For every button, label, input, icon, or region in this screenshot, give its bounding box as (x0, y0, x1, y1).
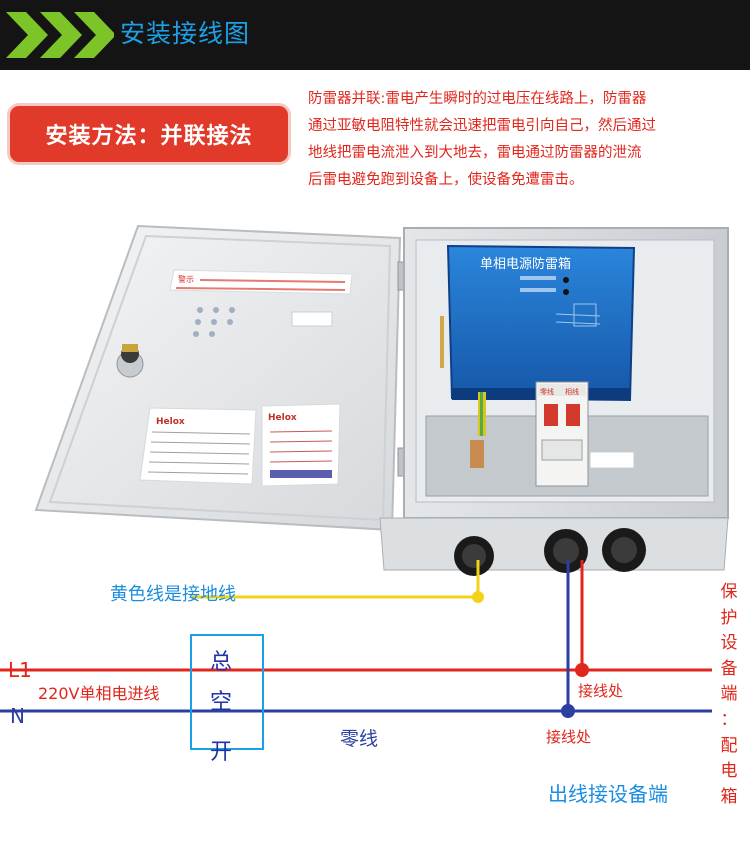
warning-title: 警示 (178, 274, 194, 284)
vertical-char: 配 (720, 735, 738, 756)
connection-point-l1-label: 接线处 (578, 682, 624, 700)
vertical-char: 保 (720, 582, 738, 602)
main-breaker-char: 总 (210, 650, 233, 675)
cable-gland (602, 528, 646, 572)
ground-wire-label: 黄色线是接地线 (110, 584, 236, 605)
vertical-char: 设 (720, 633, 738, 654)
cable-gland (544, 529, 588, 573)
lock-icon (116, 344, 144, 378)
method-badge: 安装方法：并联接法 (10, 106, 288, 162)
n-label: N (10, 704, 25, 728)
surge-protector-box: 单相电源防雷箱 (446, 244, 636, 402)
description-line: 防雷器并联:雷电产生瞬时的过电压在线路上，防雷器 (308, 91, 647, 107)
surge-box-label: 单相电源防雷箱 (480, 256, 571, 272)
description: 防雷器并联:雷电产生瞬时的过电压在线路上，防雷器 通过亚敏电阻特性就会迅速把雷电… (308, 86, 748, 194)
vertical-char: 电 (720, 761, 738, 782)
description-line: 通过亚敏电阻特性就会迅速把雷电引向自己，然后通过 (308, 118, 656, 134)
method-label: 安装方法：并联接法 (45, 124, 253, 149)
chevron-right-icon (6, 12, 114, 58)
outlet-label: 出线接设备端 (548, 782, 668, 806)
ground-junction (472, 591, 484, 603)
connection-point-n-label: 接线处 (546, 728, 592, 746)
main-breaker-char: 空 (210, 690, 233, 715)
n-junction (561, 704, 575, 718)
main-breaker-char: 开 (210, 740, 233, 765)
breaker-switch-icon: 零线 相线 (535, 381, 635, 487)
feed-label: 220V单相电进线 (38, 684, 160, 703)
header-bar (0, 0, 750, 70)
cabinet-door: 警示 Helox Helox (34, 224, 409, 532)
description-line: 地线把雷电流泄入到大地去，雷电通过防雷器的泄流 (308, 145, 642, 161)
page-title: 安装接线图 (120, 19, 251, 48)
vertical-char: 备 (720, 658, 738, 679)
ground-wire-inside (440, 316, 486, 468)
vertical-char: ： (720, 709, 738, 730)
vertical-char: 端 (720, 684, 738, 705)
description-line: 后雷电避免跑到设备上，使设备免遭雷击。 (308, 172, 584, 188)
neutral-label: 零线 (340, 728, 379, 750)
vertical-char: 护 (720, 607, 738, 628)
brand-logo: Helox (156, 417, 185, 427)
vertical-char: 箱 (720, 786, 738, 807)
breaker-label-phase: 相线 (565, 387, 579, 396)
wiring-lines (0, 560, 712, 718)
vertical-label: 保 护 设 备 端 ： 配 电 箱 (716, 580, 742, 810)
certificate-logo: Helox (268, 413, 297, 423)
cable-gland (454, 536, 494, 576)
breaker-label-neutral: 零线 (540, 387, 554, 396)
l1-label: L1 (8, 658, 32, 682)
l1-junction (575, 663, 589, 677)
main-breaker-box (190, 634, 264, 750)
